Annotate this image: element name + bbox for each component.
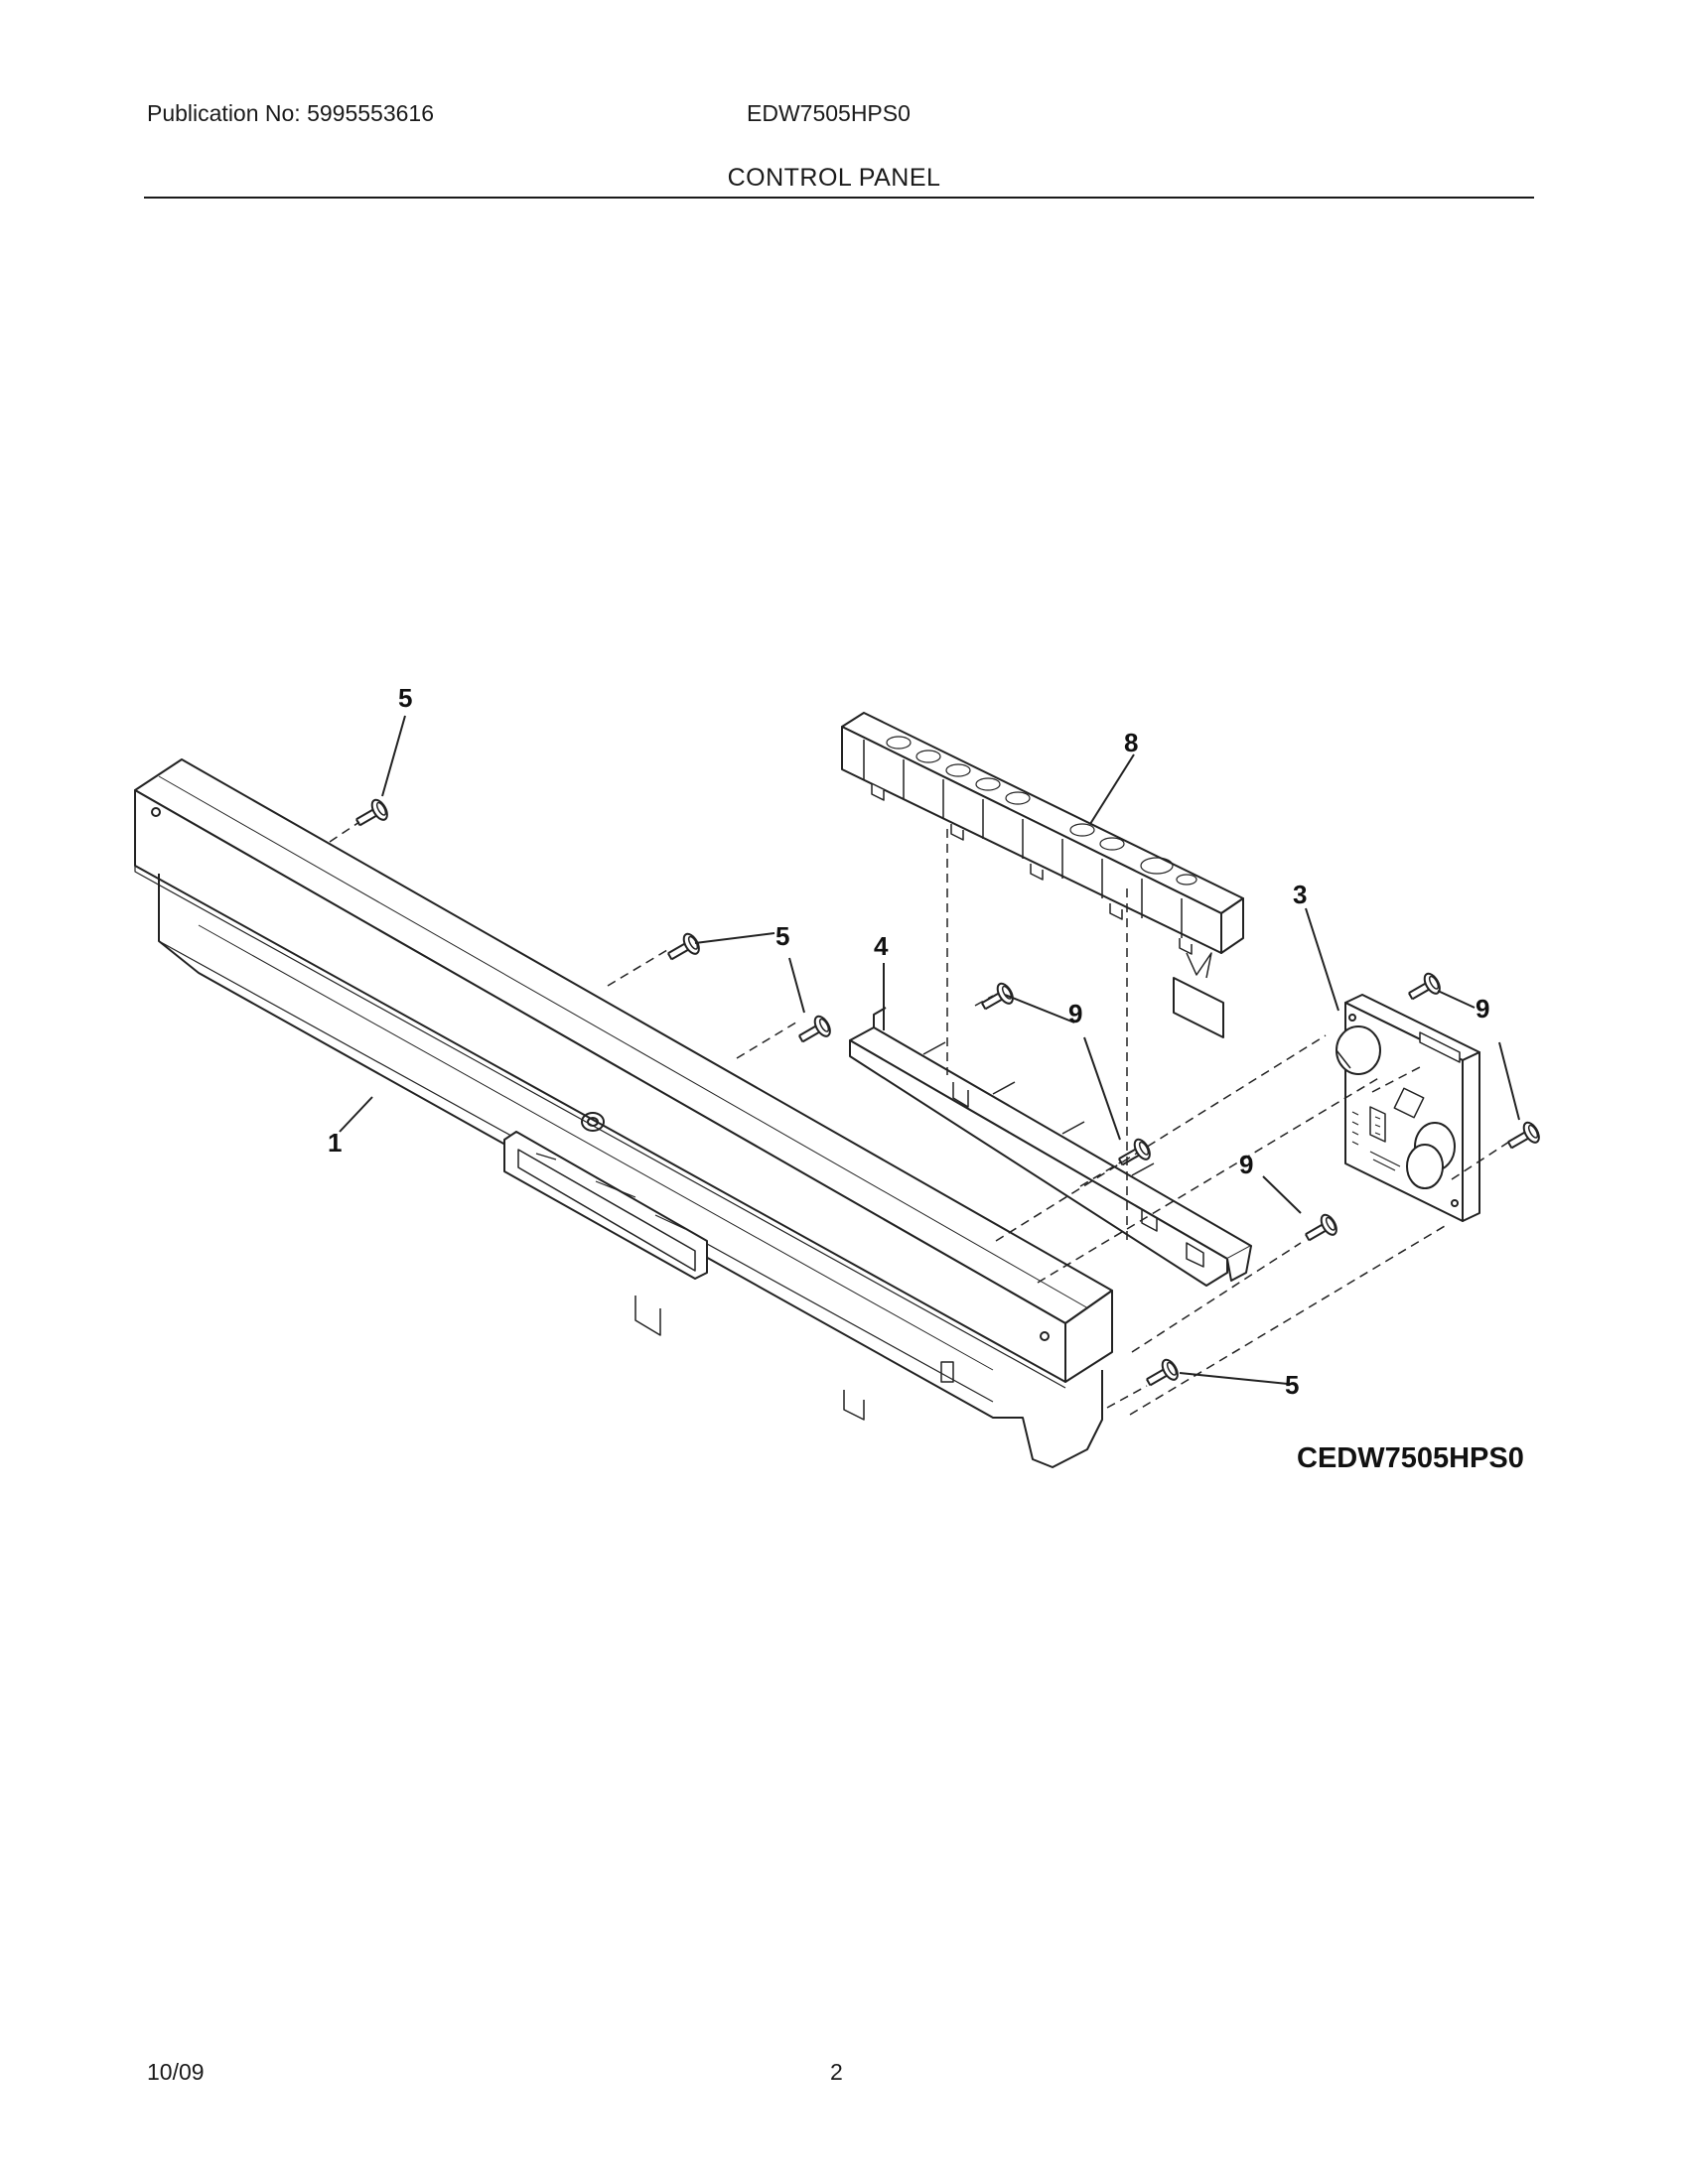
screw-9-d bbox=[1404, 970, 1444, 1007]
header-divider bbox=[144, 197, 1534, 199]
callout-5-bottom: 5 bbox=[1285, 1370, 1299, 1400]
callout-1: 1 bbox=[328, 1128, 342, 1158]
user-interface-module bbox=[841, 712, 1244, 1038]
screw-5-mid bbox=[663, 930, 703, 967]
screw-9-e bbox=[1503, 1119, 1543, 1156]
screw-5-top bbox=[352, 796, 391, 833]
callout-8: 8 bbox=[1124, 728, 1138, 757]
footer-date: 10/09 bbox=[147, 2059, 205, 2085]
page-number: 2 bbox=[830, 2059, 843, 2085]
screw-9-b bbox=[1114, 1136, 1154, 1172]
callout-4: 4 bbox=[874, 931, 889, 961]
callout-9-c: 9 bbox=[1239, 1150, 1253, 1179]
control-panel-bar bbox=[134, 758, 1113, 1468]
control-board bbox=[1336, 994, 1480, 1222]
callout-leaders bbox=[339, 715, 1520, 1385]
support-bracket bbox=[849, 1007, 1252, 1287]
callout-5-mid: 5 bbox=[775, 921, 789, 951]
screw-5-bottom bbox=[1142, 1356, 1182, 1393]
screw-9-a bbox=[977, 980, 1017, 1017]
figure-code: CEDW7505HPS0 bbox=[1297, 1442, 1524, 1474]
assembly-lines bbox=[329, 821, 1510, 1416]
screw-5-lower bbox=[794, 1013, 834, 1049]
page-title: CONTROL PANEL bbox=[727, 164, 941, 192]
publication-number: Publication No: 5995553616 bbox=[147, 100, 435, 126]
callout-3: 3 bbox=[1293, 880, 1307, 909]
model-number: EDW7505HPS0 bbox=[747, 100, 911, 126]
callout-5-top: 5 bbox=[398, 683, 412, 713]
callout-9-a: 9 bbox=[1068, 999, 1082, 1028]
screw-9-c bbox=[1301, 1211, 1340, 1248]
callout-9-b: 9 bbox=[1476, 994, 1489, 1024]
